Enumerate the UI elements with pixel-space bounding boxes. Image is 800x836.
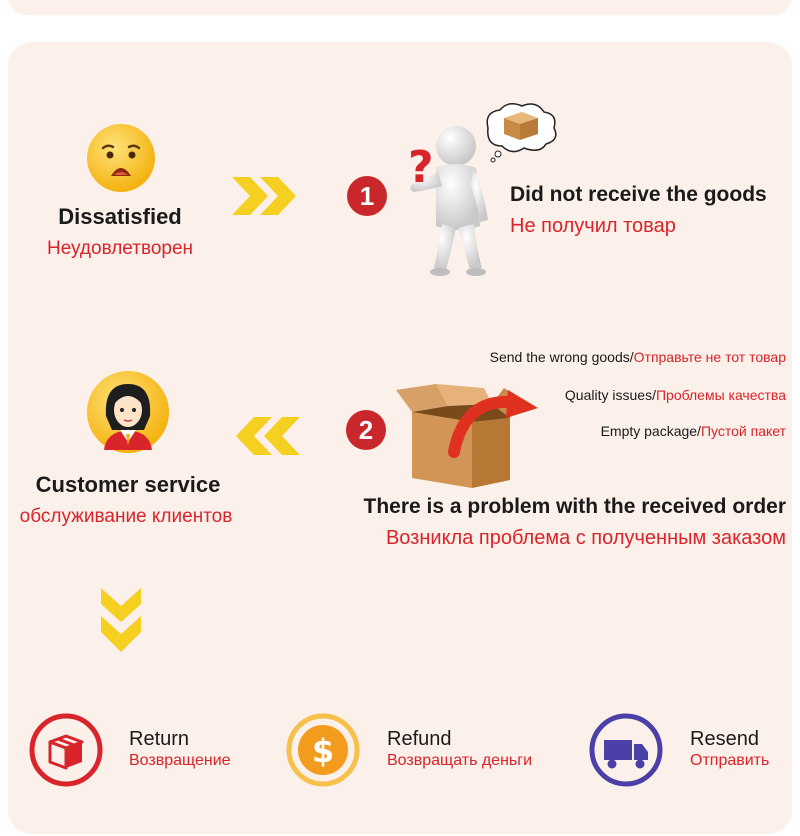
- step-1-title-en: Did not receive the goods: [510, 183, 767, 207]
- step-1-badge: 1: [347, 176, 387, 216]
- issue-wrong-goods-en: Send the wrong goods/: [490, 349, 634, 365]
- sad-face-icon: [85, 122, 157, 194]
- double-arrow-right-icon: [232, 177, 300, 215]
- resend-option-en: Resend: [690, 728, 759, 751]
- resend-option-ru: Отправить: [690, 752, 769, 770]
- dissatisfied-title-en: Dissatisfied: [30, 204, 210, 230]
- return-option-ru: Возвращение: [129, 752, 231, 770]
- customer-service-agent-icon: [86, 370, 170, 454]
- delivery-truck-icon: [588, 712, 664, 788]
- double-arrow-left-icon: [232, 417, 300, 455]
- customer-service-title-ru: обслуживание клиентов: [0, 506, 252, 528]
- step-2-title-ru: Возникла проблема с полученным заказом: [300, 527, 786, 550]
- issue-empty-package-en: Empty package/: [601, 423, 701, 439]
- return-option-en: Return: [129, 728, 189, 751]
- return-box-icon: [28, 712, 104, 788]
- svg-text:$: $: [312, 732, 334, 770]
- customer-service-title-en: Customer service: [20, 472, 236, 498]
- refund-option-en: Refund: [387, 728, 452, 751]
- step-2-badge: 2: [346, 410, 386, 450]
- issue-wrong-goods-ru: Отправьте не тот товар: [634, 349, 786, 365]
- refund-option-ru: Возвращать деньги: [387, 752, 532, 770]
- top-card: [8, 0, 792, 15]
- step-1-title-ru: Не получил товар: [510, 215, 676, 238]
- issue-wrong-goods: Send the wrong goods/Отправьте не тот то…: [380, 349, 786, 366]
- double-arrow-down-icon: [101, 588, 141, 654]
- issue-empty-package-ru: Пустой пакет: [701, 423, 786, 439]
- svg-text:?: ?: [408, 142, 434, 193]
- dissatisfied-title-ru: Неудовлетворен: [20, 238, 220, 260]
- dollar-coin-icon: $: [285, 712, 361, 788]
- issue-quality-en: Quality issues/: [565, 387, 656, 403]
- open-box-icon: [392, 382, 542, 492]
- step-2-title-en: There is a problem with the received ord…: [300, 495, 786, 519]
- issue-quality-ru: Проблемы качества: [656, 387, 786, 403]
